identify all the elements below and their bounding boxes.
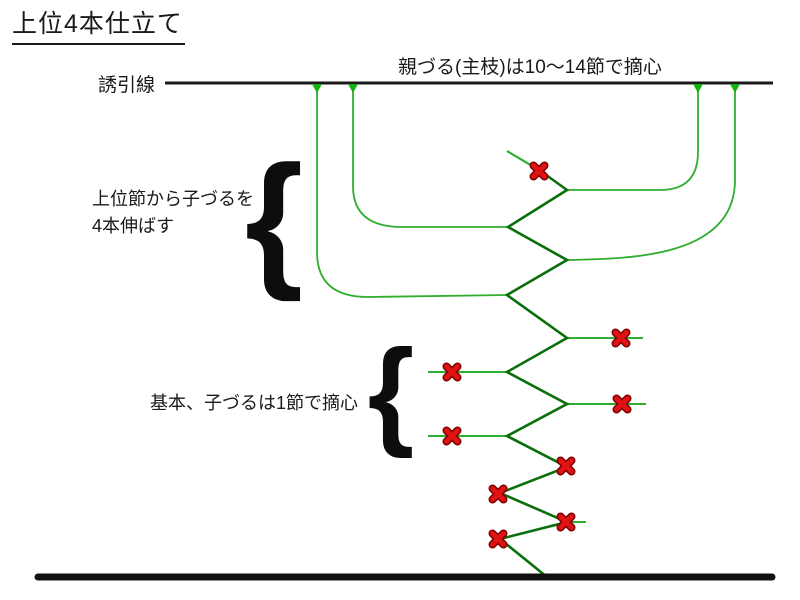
pinch-mark-x-icon (558, 458, 574, 474)
pinch-mark-x-icon (558, 514, 574, 530)
page-title: 上位4本仕立て (12, 4, 185, 45)
main-stem (496, 170, 572, 579)
upper-brace: { (244, 133, 304, 302)
vine-anchor-triangle-icon (693, 84, 703, 93)
child-vine-left-outer (316, 90, 508, 298)
vine-anchor-triangle-icon (730, 84, 740, 93)
vine-anchor-triangle-icon (312, 84, 322, 93)
vine-anchor-triangle-icon (348, 84, 358, 93)
upper-nodes-note: 上位節から子づるを 4本伸ばす (92, 186, 254, 240)
lower-brace: { (367, 325, 415, 460)
guide-wire-label: 誘引線 (98, 75, 156, 96)
child-vine-left-inner (352, 90, 508, 228)
pinch-mark-x-icon (490, 486, 506, 502)
child-vine-right-inner (567, 90, 699, 191)
pinch-mark-x-icon (531, 163, 547, 179)
upper-nodes-note-line2: 4本伸ばす (92, 216, 175, 236)
pinch-mark-x-icon (614, 396, 630, 412)
pinch-mark-x-icon (613, 330, 629, 346)
basic-pinch-note: 基本、子づるは1節で摘心 (150, 393, 359, 413)
pinch-mark-x-icon (444, 364, 460, 380)
upper-nodes-note-line1: 上位節から子づるを (92, 189, 254, 209)
child-vine-right-outer (566, 90, 736, 261)
main-vine-pinch-note: 親づる(主枝)は10〜14節で摘心 (398, 57, 662, 78)
pinch-mark-x-icon (490, 531, 506, 547)
pinch-mark-x-icon (444, 428, 460, 444)
